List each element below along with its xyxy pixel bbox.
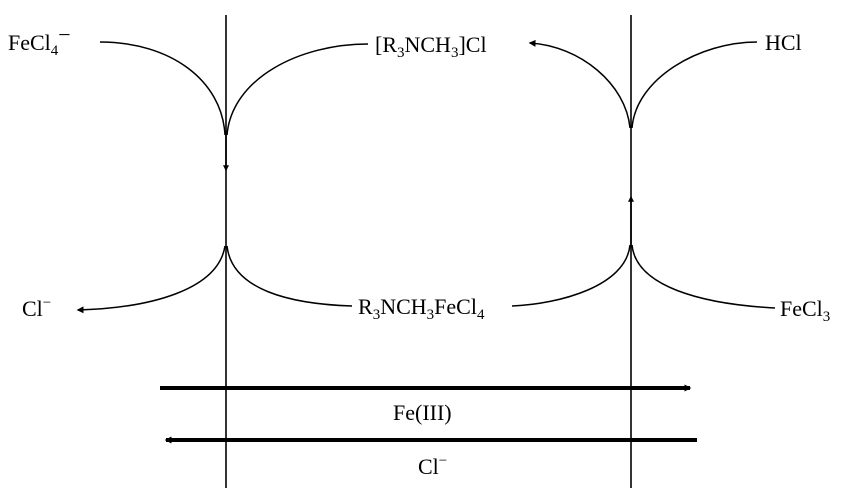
curve-fecl4-to-interface — [99, 41, 226, 136]
curve-interface-to-cl-left — [76, 245, 226, 314]
label-cl-minus-left: Cl− — [22, 295, 51, 321]
curve-quat-fecl4-to-left-interface — [226, 245, 353, 307]
curve-quat-chloride-to-left-interface — [226, 43, 369, 136]
curve-right-interface-to-quat-fecl4 — [511, 244, 631, 307]
label-cl-minus-bottom: Cl− — [418, 453, 447, 479]
label-quat-chloride: [R3NCH3]Cl — [375, 32, 487, 61]
curve-right-interface-to-quat-chloride — [528, 39, 631, 129]
curve-hcl-to-right-interface — [631, 41, 758, 129]
label-fecl3: FeCl3 — [780, 296, 830, 325]
label-quat-fecl4: R3NCH3FeCl4 — [358, 294, 485, 323]
curve-fecl3-to-right-interface — [631, 244, 776, 309]
label-fecl4-minus: FeCl4− — [8, 22, 71, 59]
label-fe-iii: Fe(III) — [393, 400, 452, 425]
label-hcl: HCl — [765, 30, 802, 55]
